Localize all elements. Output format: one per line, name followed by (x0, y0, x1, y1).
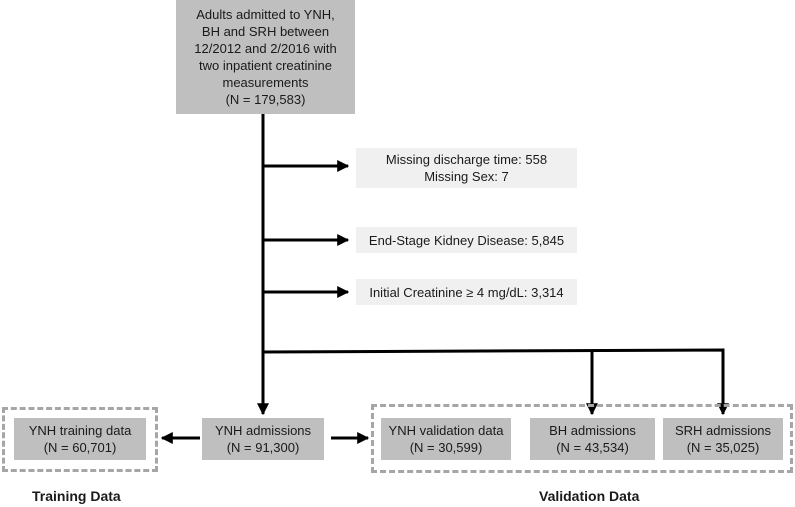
validation-line: (N = 43,534) (556, 440, 629, 455)
ynh-admissions-line: YNH admissions (214, 423, 312, 438)
validation-line: (N = 30,599) (409, 440, 483, 455)
ynh-admissions-box: YNH admissions (N = 91,300) (202, 418, 324, 460)
validation-line: (N = 35,025) (686, 440, 760, 455)
ynh-admissions-line: (N = 91,300) (226, 440, 300, 455)
ynh-training-box: YNH training data (N = 60,701) (14, 418, 146, 460)
top-box-line: BH and SRH between (201, 24, 330, 39)
bh-admissions-box: BH admissions (N = 43,534) (530, 418, 655, 460)
validation-line: BH admissions (549, 423, 636, 438)
top-box-line: two inpatient creatinine (199, 58, 332, 73)
top-box-line: 12/2012 and 2/2016 with (194, 41, 337, 56)
top-box-line: Adults admitted to YNH, (196, 7, 335, 22)
srh-admissions-box: SRH admissions (N = 35,025) (663, 418, 783, 460)
top-cohort-box: Adults admitted to YNH, BH and SRH betwe… (176, 0, 355, 114)
exclusion-line: Initial Creatinine ≥ 4 mg/dL: 3,314 (369, 284, 564, 300)
validation-line: YNH validation data (388, 423, 504, 438)
training-line: (N = 60,701) (43, 440, 117, 455)
exclusion-line: End-Stage Kidney Disease: 5,845 (368, 232, 565, 248)
exclusion-box-creatinine: Initial Creatinine ≥ 4 mg/dL: 3,314 (356, 279, 577, 305)
validation-data-label: Validation Data (539, 488, 640, 504)
exclusion-line: Missing discharge time: 558 (385, 152, 548, 167)
exclusion-box-esrd: End-Stage Kidney Disease: 5,845 (356, 227, 577, 253)
training-line: YNH training data (28, 423, 132, 438)
validation-line: SRH admissions (674, 423, 772, 438)
top-box-line: (N = 179,583) (225, 92, 306, 107)
training-group-frame (2, 407, 158, 472)
training-data-label: Training Data (32, 488, 121, 504)
validation-group-frame (371, 404, 793, 473)
exclusion-box-missing: Missing discharge time: 558 Missing Sex:… (356, 148, 577, 188)
top-box-line: measurements (222, 75, 309, 90)
exclusion-line: Missing Sex: 7 (424, 169, 509, 184)
split-line (262, 348, 729, 416)
ynh-validation-box: YNH validation data (N = 30,599) (381, 418, 511, 460)
